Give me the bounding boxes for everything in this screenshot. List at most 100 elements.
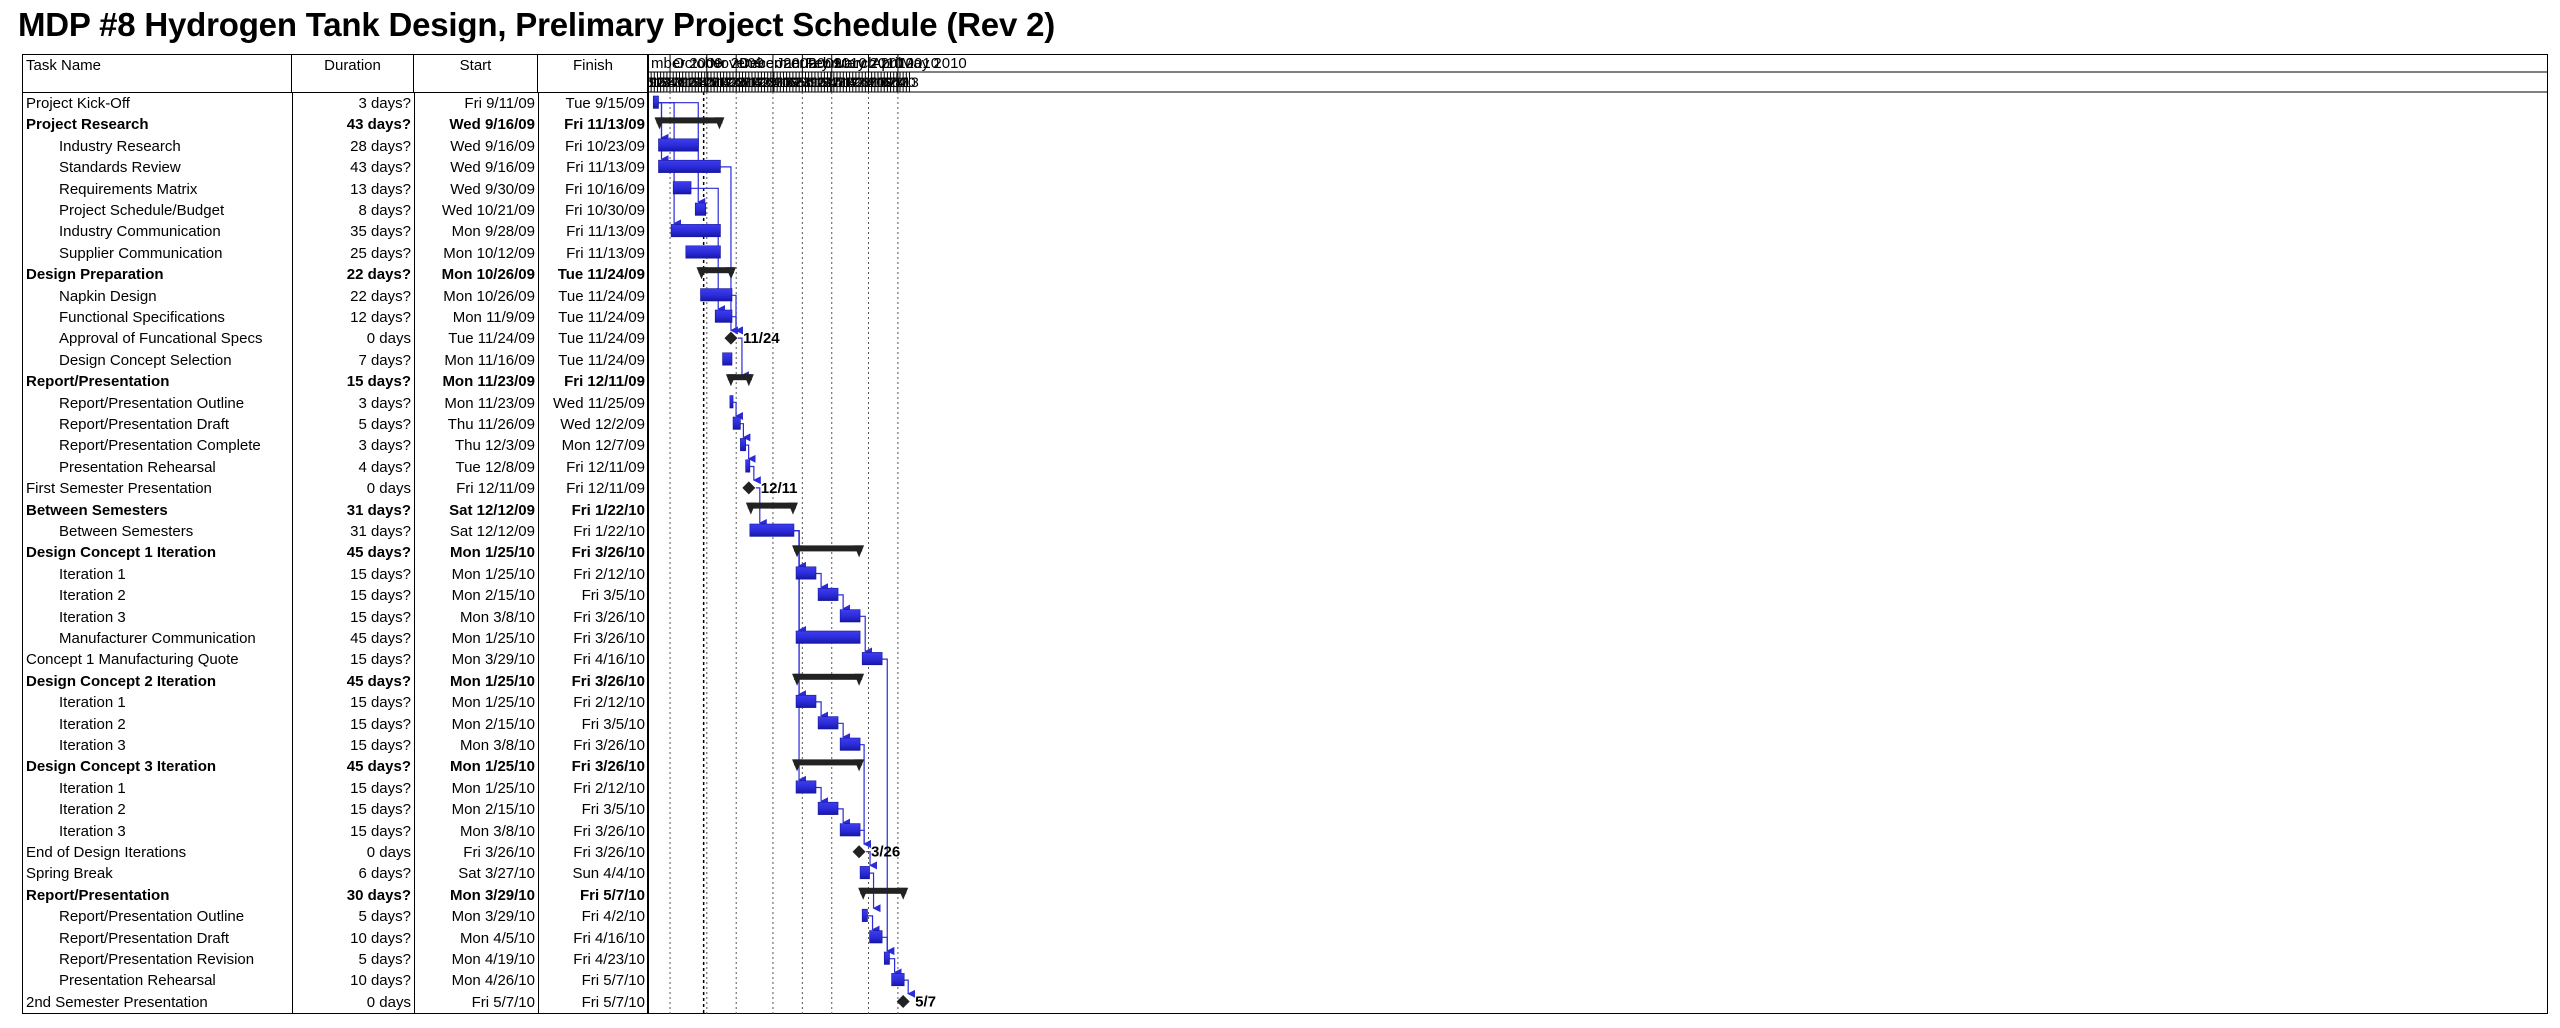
day-tick-label: 5	[835, 74, 843, 90]
task-table: Task Name Duration Start Finish Project …	[22, 54, 648, 1014]
day-tick-label: 12	[809, 74, 825, 90]
finish-cell: Fri 11/13/09	[564, 116, 645, 134]
task-name-cell: Spring Break	[26, 865, 113, 883]
header-finish[interactable]: Finish	[572, 57, 613, 74]
task-name-cell: Design Concept Selection	[59, 351, 232, 369]
task-bar	[729, 395, 734, 409]
task-name-cell: Iteration 3	[59, 822, 126, 840]
duration-cell: 45 days?	[346, 544, 411, 562]
task-bar	[817, 587, 839, 601]
task-bar	[795, 780, 817, 794]
day-tick-label: 23	[724, 74, 740, 90]
duration-cell: 10 days?	[350, 972, 411, 990]
header-duration[interactable]: Duration	[292, 55, 414, 92]
day-tick-label: 9	[649, 74, 657, 90]
duration-cell: 15 days?	[350, 779, 411, 797]
summary-bar	[747, 502, 796, 509]
milestone-label: 11/24	[743, 330, 780, 347]
task-name-cell: Between Semesters	[26, 501, 168, 519]
day-tick-label: 20	[752, 74, 768, 90]
duration-cell: 28 days?	[350, 137, 411, 155]
dependency-link	[816, 572, 829, 592]
start-cell: Mon 4/5/10	[459, 929, 535, 947]
summary-bar	[794, 673, 863, 680]
summary-end-cap	[787, 502, 798, 515]
day-tick-label: 5	[709, 74, 717, 90]
start-cell: Mon 10/26/09	[441, 266, 535, 284]
task-name-cell: Between Semesters	[59, 523, 194, 540]
day-tick-label: 26	[727, 74, 743, 90]
summary-end-cap	[854, 545, 865, 558]
finish-cell: Tue 9/15/09	[565, 95, 645, 112]
dependency-link	[733, 401, 744, 420]
duration-cell: 43 days?	[350, 159, 411, 177]
header-start[interactable]: Start	[414, 55, 538, 92]
summary-start-cap	[792, 545, 803, 558]
day-tick-label: 1	[769, 74, 777, 90]
finish-cell: Tue 11/24/09	[558, 351, 645, 369]
duration-cell: 0 days	[366, 480, 411, 498]
day-tick-label: 13	[872, 74, 888, 90]
dependency-link	[749, 465, 761, 485]
start-cell: Fri 5/7/10	[471, 993, 535, 1011]
dependency-link	[732, 316, 743, 335]
day-tick-label: 19	[878, 74, 894, 90]
duration-cell: 3 days?	[358, 394, 411, 412]
day-tick-label: 4	[866, 74, 874, 90]
header-task-name[interactable]: Task Name	[23, 55, 292, 92]
dependency-link	[889, 958, 902, 977]
duration-cell: 15 days?	[346, 373, 411, 391]
duration-cell: 13 days?	[350, 180, 411, 198]
task-name-cell: Iteration 1	[59, 565, 126, 583]
day-tick-label: 30	[667, 74, 683, 90]
day-tick-label: 20	[847, 74, 863, 90]
finish-cell: Fri 4/16/10	[573, 929, 645, 947]
milestone-diamond	[896, 995, 910, 1008]
dependency-link	[869, 872, 881, 913]
dependency-link	[838, 594, 851, 613]
